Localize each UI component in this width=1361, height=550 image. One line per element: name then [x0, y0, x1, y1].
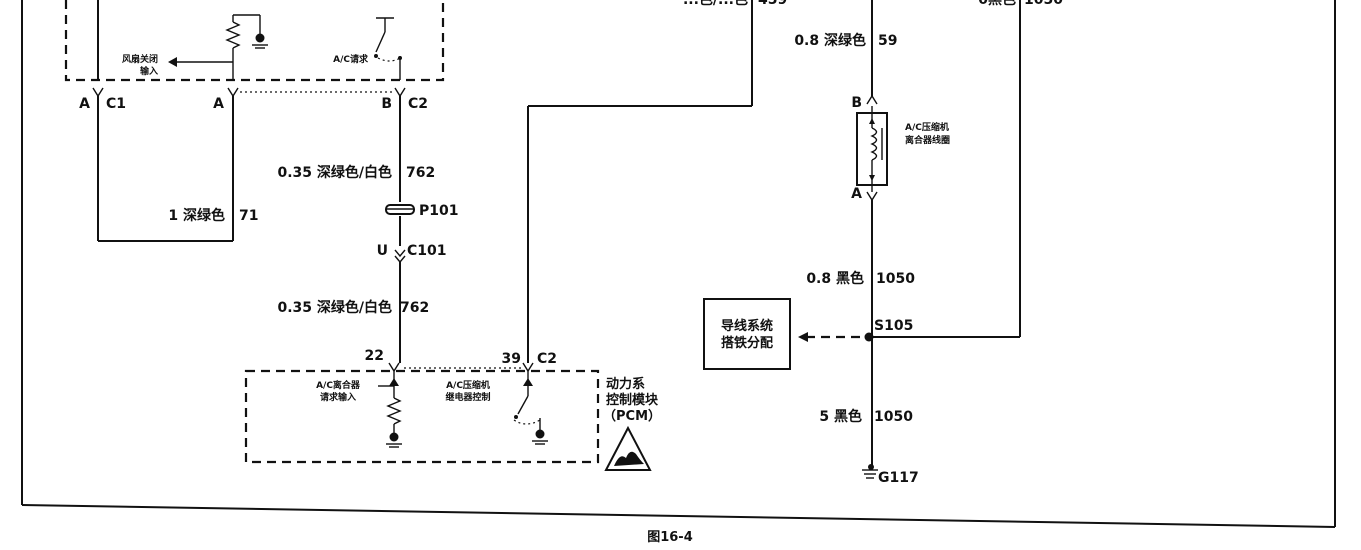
- esd-warning-icon: [604, 425, 652, 471]
- top-wire-circuit: 459: [758, 0, 787, 8]
- figure-caption: 图16-4: [647, 530, 693, 545]
- c1-connector-label: C1: [106, 96, 126, 112]
- pcm-title-1: 动力系: [606, 376, 645, 392]
- c101-pin-label: U: [377, 243, 388, 259]
- circuit-59: [866, 0, 878, 105]
- pcm-relay-control-label-1: A/C压缩机: [446, 379, 490, 391]
- bcm-module: [64, 0, 445, 82]
- clutch-coil-label-2: 离合器线圈: [905, 134, 950, 146]
- c2-pin-label: B: [381, 96, 392, 112]
- top-wire-label: ...色/...色: [683, 0, 748, 8]
- wire-762-lower-circuit: 762: [400, 300, 429, 316]
- wire-1050-lower-circuit: 1050: [874, 409, 913, 425]
- circuit-71: [97, 96, 234, 242]
- wire-762-upper-circuit: 762: [406, 165, 435, 181]
- splice-s105-label: S105: [874, 318, 913, 334]
- wire-762-lower-label: 0.35 深绿色/白色: [277, 299, 392, 316]
- pcm-pin-39-label: 39: [502, 351, 521, 367]
- wire-1050-lower-label: 5 黑色: [819, 408, 862, 425]
- wire-59-label: 0.8 深绿色: [794, 32, 866, 49]
- wire-71-label: 1 深绿色: [168, 207, 225, 224]
- p101-label: P101: [419, 203, 458, 219]
- wire-1050-upper-circuit: 1050: [876, 271, 915, 287]
- wire-1050-upper-label: 0.8 黑色: [806, 270, 864, 287]
- wire-71-circuit: 71: [239, 208, 258, 224]
- wire-762-upper-label: 0.35 深绿色/白色: [277, 164, 392, 181]
- a-pin-label: A: [213, 96, 224, 112]
- top-right-wire-label: 0黑色: [978, 0, 1016, 8]
- pcm-relay-control-label-2: 继电器控制: [445, 391, 490, 403]
- pcm-title-3: （PCM）: [603, 408, 661, 424]
- ground-distribution-label-2: 搭铁分配: [721, 335, 773, 351]
- ac-request-label: A/C请求: [333, 53, 369, 65]
- pcm-c2-label: C2: [537, 351, 557, 367]
- c1-pin-label: A: [79, 96, 90, 112]
- c2-connector-label: C2: [408, 96, 428, 112]
- circuit-762: [385, 96, 415, 363]
- ground-distribution-label-1: 导线系统: [721, 318, 773, 334]
- bcm-connectors: [92, 87, 406, 98]
- ground-distribution-box: [703, 298, 791, 370]
- ground-g117-label: G117: [878, 470, 919, 486]
- pcm-clutch-request-label-1: A/C离合器: [316, 379, 361, 391]
- clutch-a-label: A: [851, 186, 862, 202]
- circuit-459: [527, 0, 753, 363]
- pcm-pin-22-label: 22: [365, 348, 384, 364]
- clutch-coil: [856, 106, 888, 186]
- wire-59-circuit: 59: [878, 33, 897, 49]
- pcm-module: [244, 362, 600, 464]
- c101-connector-label: C101: [407, 243, 447, 259]
- clutch-coil-label-1: A/C压缩机: [905, 121, 949, 133]
- clutch-b-label: B: [851, 95, 862, 111]
- fan-off-input-label-2: 输入: [140, 65, 158, 77]
- frame: [21, 0, 1336, 528]
- fan-off-input-label-1: 风扇关闭: [122, 53, 158, 65]
- circuit-1050: [798, 0, 1021, 479]
- pcm-clutch-request-label-2: 请求输入: [320, 391, 356, 403]
- pcm-title-2: 控制模块: [606, 392, 659, 408]
- top-right-wire-circuit: 1050: [1024, 0, 1063, 8]
